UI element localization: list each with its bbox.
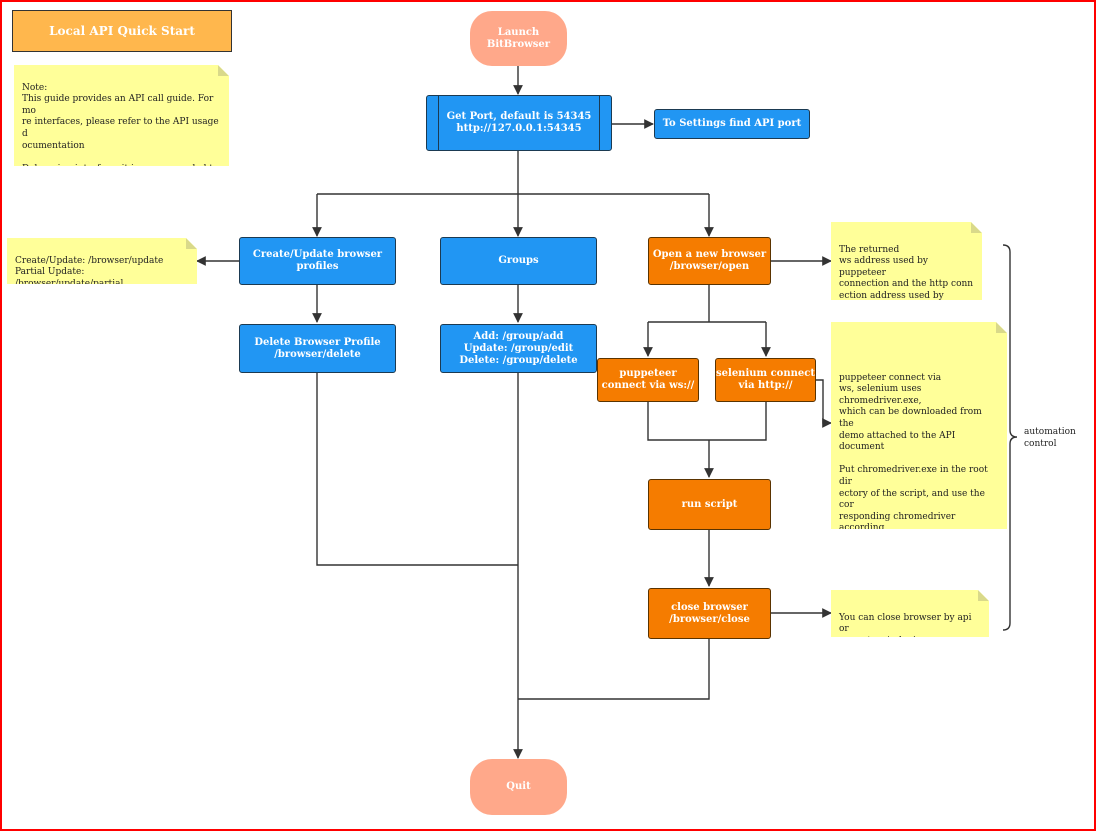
node-groups[interactable]: Groups — [440, 237, 597, 285]
note-fold-icon — [186, 238, 197, 249]
page-title: Local API Quick Start — [12, 10, 232, 52]
note-fold-icon — [971, 222, 982, 233]
note-update-endpoints: Create/Update: /browser/update Partial U… — [7, 238, 197, 284]
edge-merge — [647, 402, 767, 441]
note-fold-icon — [978, 590, 989, 601]
automation-control-label: automation control — [1024, 427, 1076, 449]
note-returned: The returned ws address used by puppetee… — [831, 222, 982, 300]
note-fold-icon — [218, 65, 229, 76]
automation-brace — [1002, 244, 1018, 631]
node-selenium[interactable]: selenium connect via http:// — [715, 358, 816, 402]
note-intro: Note: This guide provides an API call gu… — [14, 65, 229, 166]
node-quit[interactable]: Quit — [470, 759, 567, 815]
node-settings[interactable]: To Settings find API port — [654, 109, 810, 139]
note-fold-icon — [996, 322, 1007, 333]
node-get-port[interactable]: Get Port, default is 54345 http://127.0.… — [426, 95, 612, 151]
node-delete-profile[interactable]: Delete Browser Profile /browser/delete — [239, 324, 396, 373]
node-launch[interactable]: Launch BitBrowser — [470, 11, 567, 66]
edge-close-to-join — [518, 639, 710, 700]
node-puppeteer[interactable]: puppeteer connect via ws:// — [597, 358, 699, 402]
node-open-browser[interactable]: Open a new browser /browser/open — [648, 237, 771, 285]
node-group-ops[interactable]: Add: /group/add Update: /group/edit Dele… — [440, 324, 597, 373]
note-connect: puppeteer connect via ws, selenium uses … — [831, 322, 1007, 529]
node-create-update[interactable]: Create/Update browser profiles — [239, 237, 396, 285]
node-close-browser[interactable]: close browser /browser/close — [648, 588, 771, 639]
node-run-script[interactable]: run script — [648, 479, 771, 530]
note-close: You can close browser by api or puppetee… — [831, 590, 989, 637]
edge-delete-to-join — [316, 373, 518, 566]
edge-selenium-to-note — [815, 379, 832, 428]
